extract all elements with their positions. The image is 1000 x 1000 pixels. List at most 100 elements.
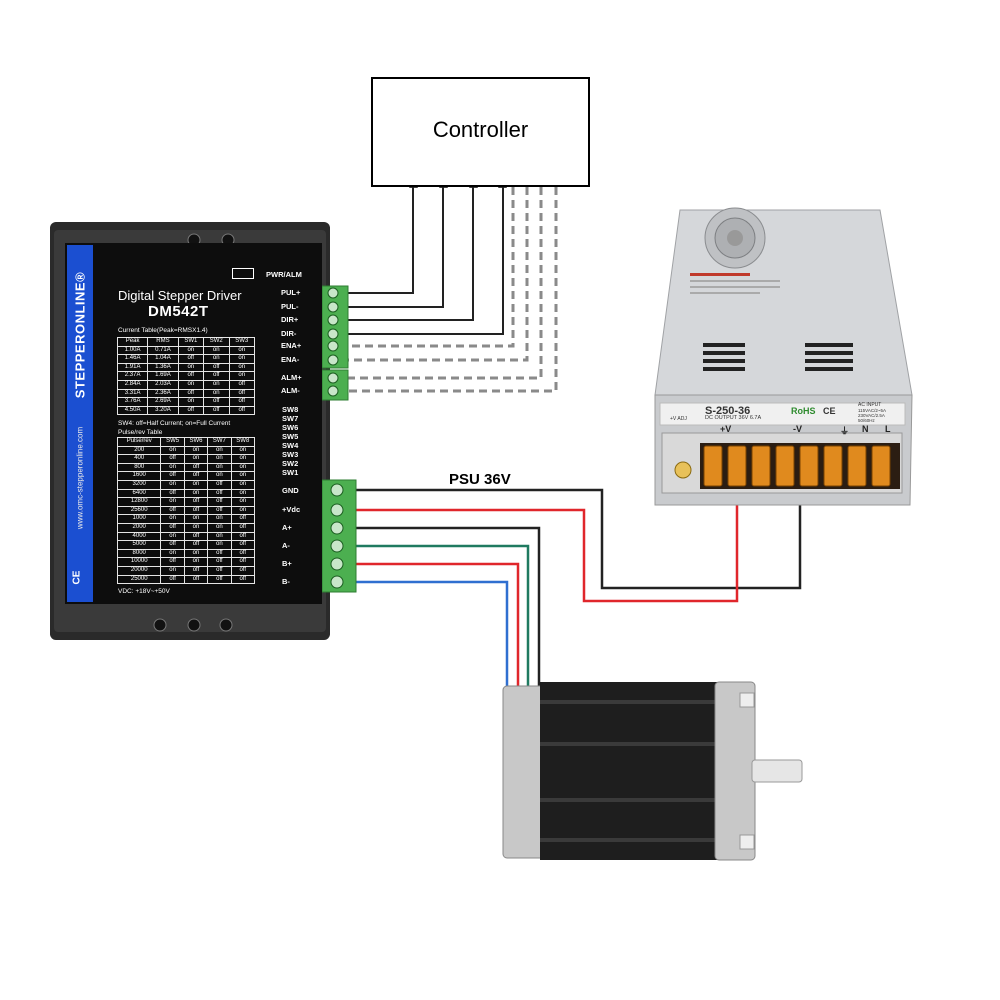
- power-pin-label: B-: [282, 577, 290, 586]
- table-cell: off: [230, 565, 256, 576]
- table-cell: on: [207, 471, 232, 481]
- table-cell: off: [207, 557, 232, 567]
- table-cell: on: [230, 479, 256, 490]
- table-cell: 3.31A: [116, 388, 149, 399]
- driver-title: Digital Stepper Driver: [118, 288, 242, 303]
- psu-dc-output: DC OUTPUT 36V 6.7A: [705, 415, 762, 421]
- current-table-title: Current Table(Peak=RMSX1.4): [118, 327, 208, 334]
- power-terminal-block: [321, 479, 357, 593]
- table-cell: off: [228, 405, 255, 416]
- table-cell: on: [230, 505, 256, 516]
- table-cell: off: [160, 488, 185, 499]
- pulse-table-title: Pulse/rev Table: [118, 429, 163, 436]
- table-cell: off: [230, 548, 256, 559]
- table-cell: on: [160, 565, 185, 576]
- table-cell: on: [183, 557, 209, 567]
- table-cell: 1.36A: [147, 362, 179, 373]
- table-cell: off: [183, 565, 209, 576]
- voltage-note: VDC: +18V~+50V: [118, 588, 170, 595]
- table-cell: 400: [116, 454, 162, 464]
- table-cell: off: [183, 574, 209, 585]
- table-cell: on: [207, 522, 232, 533]
- wire-a-minus: [345, 544, 530, 690]
- table-cell: off: [160, 540, 185, 550]
- psu-adj-label: +V ADJ: [670, 416, 687, 422]
- table-cell: off: [207, 488, 232, 499]
- wire-a-plus: [345, 526, 541, 690]
- table-cell: 10000: [116, 557, 162, 567]
- signal-wires: [345, 187, 504, 335]
- table-cell: 1.91A: [116, 362, 149, 373]
- signal-pin-label: DIR-: [281, 329, 297, 338]
- table-cell: 3200: [116, 479, 162, 490]
- table-cell: off: [203, 371, 230, 381]
- table-cell: off: [183, 462, 209, 473]
- table-cell: on: [230, 471, 256, 481]
- table-cell: on: [160, 548, 185, 559]
- table-cell: 12800: [116, 497, 162, 507]
- table-cell: on: [160, 479, 185, 490]
- wire-ena-plus: [345, 187, 515, 348]
- table-cell: off: [230, 514, 256, 524]
- table-cell: 2000: [116, 522, 162, 533]
- table-cell: off: [183, 471, 209, 481]
- signal-pin-label: ALM-: [281, 386, 300, 395]
- table-cell: 25000: [116, 574, 162, 585]
- signal-pin-label: ENA+: [281, 341, 302, 350]
- table-cell: on: [230, 462, 256, 473]
- signal-pin-label: PUL+: [281, 288, 301, 297]
- table-cell: on: [160, 497, 185, 507]
- table-cell: 2.03A: [147, 379, 179, 390]
- power-pin-label: +Vdc: [282, 505, 301, 514]
- table-cell: 4000: [116, 531, 162, 542]
- table-cell: off: [183, 505, 209, 516]
- table-cell: 2.36A: [147, 388, 179, 399]
- power-pin-label: GND: [282, 486, 299, 495]
- table-cell: 20000: [116, 565, 162, 576]
- switch-label: SW6: [282, 423, 299, 432]
- table-cell: on: [183, 454, 209, 464]
- wire-dir-minus: [345, 187, 504, 335]
- table-cell: off: [160, 522, 185, 533]
- table-cell: 2.69A: [147, 397, 179, 407]
- table-cell: off: [207, 548, 232, 559]
- signal-pin-label: ENA-: [281, 355, 300, 364]
- table-cell: on: [230, 488, 256, 499]
- table-cell: on: [207, 454, 232, 464]
- table-cell: 4.50A: [116, 405, 149, 416]
- table-cell: on: [177, 397, 205, 407]
- switch-label: SW8: [282, 405, 299, 414]
- table-cell: off: [230, 540, 256, 550]
- table-cell: 2.84A: [116, 379, 149, 390]
- table-cell: on: [228, 354, 255, 364]
- table-cell: off: [177, 388, 205, 399]
- table-header-cell: SW6: [183, 437, 209, 447]
- switch-label: SW1: [282, 468, 299, 477]
- table-cell: on: [160, 531, 185, 542]
- table-cell: 1.04A: [147, 354, 179, 364]
- table-cell: off: [207, 565, 232, 576]
- driver-brand: STEPPERONLINE®: [72, 271, 88, 399]
- table-cell: 1.46A: [116, 354, 149, 364]
- table-cell: off: [203, 397, 230, 407]
- power-pin-label: B+: [282, 559, 292, 568]
- signal-pin-label: DIR+: [281, 315, 299, 324]
- wire-gnd: [345, 486, 802, 590]
- controller-label: Controller: [432, 117, 529, 142]
- table-cell: on: [228, 345, 255, 356]
- psu-terminal-label: -V: [793, 424, 802, 434]
- table-cell: 5000: [116, 540, 162, 550]
- psu-terminal-label: ⏚: [840, 426, 850, 436]
- table-cell: on: [177, 379, 205, 390]
- wire-vdc: [345, 486, 739, 603]
- table-header-cell: SW1: [177, 337, 205, 347]
